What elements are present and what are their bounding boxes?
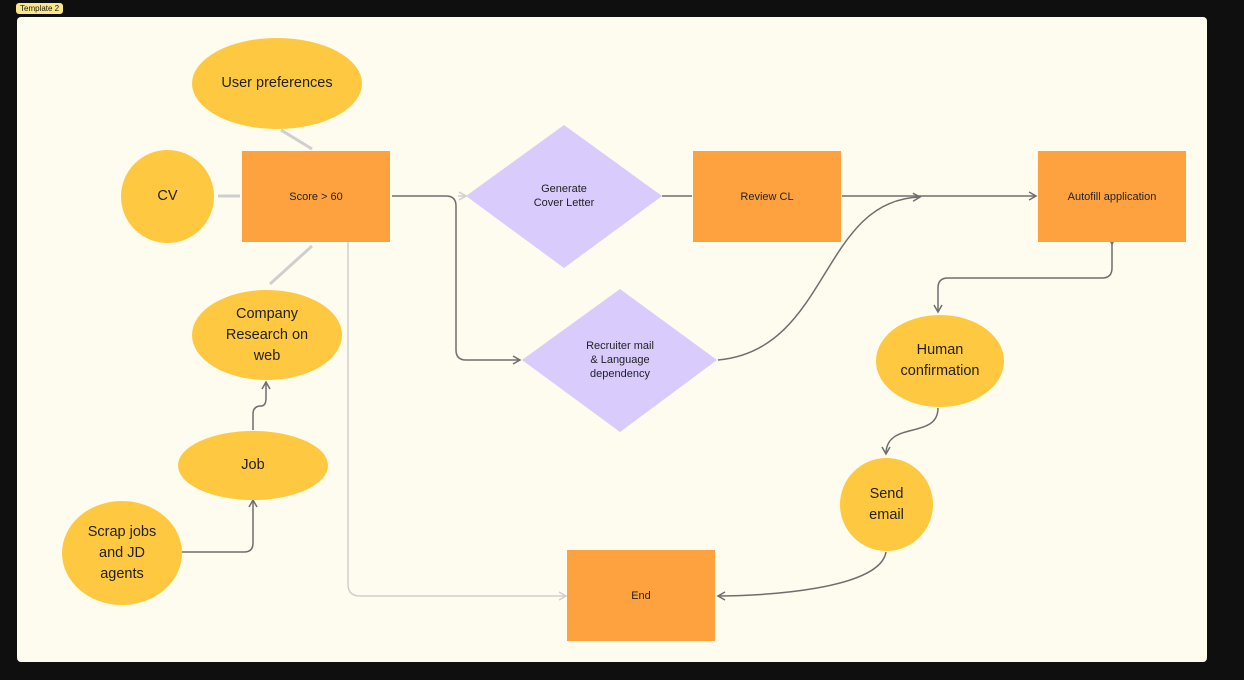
review-cl-node[interactable]: Review CL — [693, 151, 841, 242]
cv-node[interactable]: CV — [121, 150, 214, 243]
node-label: Scrap jobs and JD agents — [87, 523, 157, 582]
edge-job-company — [252, 380, 271, 430]
human-confirmation-node[interactable]: Human confirmation — [876, 315, 1004, 407]
node-label: CV — [157, 188, 178, 204]
node-label: Job — [241, 457, 265, 473]
send-email-node[interactable]: Send email — [840, 458, 933, 551]
scrap-jobs-node[interactable]: Scrap jobs and JD agents — [62, 501, 182, 605]
generate-cover-letter-label: Generate Cover Letter — [533, 183, 595, 209]
node-label: Company Research on web — [225, 305, 309, 364]
company-research-node[interactable]: Company Research on web — [192, 290, 342, 380]
edge-userpref-score — [280, 128, 313, 151]
edge-human-send — [881, 407, 939, 456]
edge-score-recruiter — [392, 195, 522, 365]
edge-score-end — [347, 195, 568, 601]
node-label: Human confirmation — [900, 342, 980, 379]
recruiter-mail-diamond[interactable] — [522, 289, 717, 432]
node-label: End — [631, 589, 651, 602]
node-label: Score > 60 — [289, 190, 343, 203]
edge-autofill-human — [933, 236, 1117, 314]
recruiter-mail-label: Recruiter mail & Language dependency — [586, 340, 654, 380]
end-node[interactable]: End — [567, 550, 715, 641]
edge-send-end — [716, 551, 887, 601]
edge-recruiter-autofill — [717, 192, 922, 361]
autofill-application-node[interactable]: Autofill application — [1038, 151, 1186, 242]
generate-cover-letter-diamond[interactable] — [466, 125, 662, 268]
user-preferences-node[interactable]: User preferences — [192, 38, 362, 129]
node-label: Review CL — [740, 190, 794, 203]
node-label: Autofill application — [1067, 190, 1157, 203]
frame-label[interactable]: Template 2 — [16, 3, 64, 14]
edge-company-score — [268, 244, 314, 286]
node-label: User preferences — [221, 75, 333, 91]
job-node[interactable]: Job — [178, 431, 328, 500]
score-node[interactable]: Score > 60 — [242, 151, 390, 242]
edge-scrap-job — [182, 498, 258, 553]
node-label: Send email — [869, 485, 904, 523]
